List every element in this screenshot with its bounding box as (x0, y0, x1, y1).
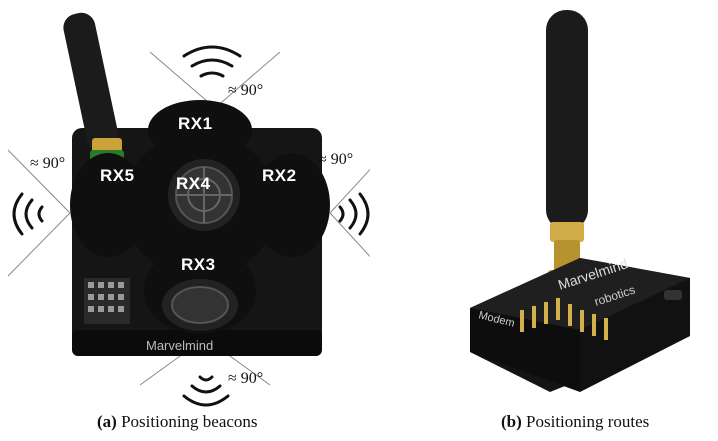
brand-logo: Marvelmind (146, 338, 213, 353)
signal-wave-icon (182, 45, 242, 78)
caption-a-text: Positioning beacons (121, 412, 258, 431)
receiver-rx2-label: RX2 (262, 166, 297, 185)
beacon-illustration: Marvelmind (7, 12, 370, 407)
antenna (546, 10, 588, 284)
usb-port (664, 290, 682, 300)
receiver-rx1-label: RX1 (178, 114, 213, 133)
caption-b-label: (b) (501, 412, 522, 431)
front-sensor (162, 279, 238, 331)
center-sensor (168, 159, 240, 231)
beacon-panel: Marvelmind RX1 RX2 RX3 RX4 RX5 ≈ 90° ≈ 9… (7, 12, 370, 432)
angle-label-right: ≈ 90° (318, 151, 354, 168)
caption-a: (a) Positioning beacons (97, 412, 258, 432)
modem-panel: Marvelmind robotics Modem (b) Positionin… (400, 0, 718, 441)
angle-label-bottom: ≈ 90° (228, 370, 264, 387)
caption-a-label: (a) (97, 412, 117, 431)
signal-wave-icon (12, 192, 44, 236)
pin-header (520, 298, 608, 340)
signal-wave-icon (338, 192, 370, 236)
receiver-rx3-label: RX3 (181, 255, 216, 274)
pin-header (84, 278, 130, 324)
receiver-rx4-label: RX4 (176, 174, 211, 193)
modem-illustration: Marvelmind robotics Modem (470, 10, 690, 392)
receiver-rx5-label: RX5 (100, 166, 135, 185)
caption-b: (b) Positioning routes (501, 412, 649, 432)
modem-body (470, 258, 690, 392)
antenna (63, 12, 124, 162)
signal-wave-icon (182, 375, 230, 407)
caption-b-text: Positioning routes (526, 412, 650, 431)
angle-label-top: ≈ 90° (228, 82, 264, 99)
angle-label-left: ≈ 90° (30, 155, 66, 172)
